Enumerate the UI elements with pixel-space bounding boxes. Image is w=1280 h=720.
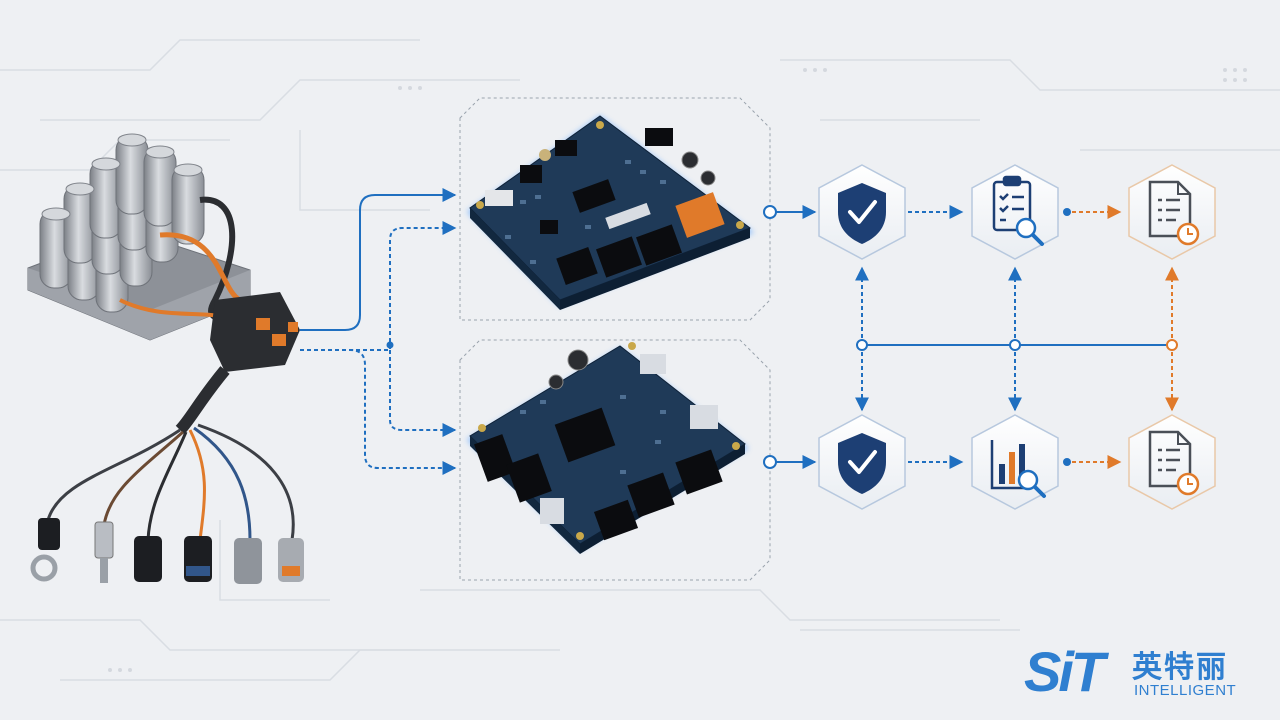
node-bottom-mid [1063,458,1071,466]
battery-pack-icon [27,133,261,341]
wiring-harness-icon [30,292,304,584]
checklist-search-icon [992,175,1044,246]
node-bottom-out [763,455,777,469]
shield-check-icon [838,433,886,494]
node-top-out [763,205,777,219]
input-lines [300,188,457,475]
logo-chinese-name: 英特丽 [1132,650,1228,685]
document-clock-icon [1148,430,1200,496]
bus-node-right [1166,339,1178,351]
background-traces [0,39,1280,681]
logo-english-name: INTELLIGENT [1134,682,1237,699]
logo-mark: SiT [1024,640,1105,703]
junction-node [386,341,394,349]
bus-node-left [856,339,868,351]
chart-search-icon [990,440,1046,498]
background-dots [108,68,1247,672]
shield-check-icon [838,183,886,244]
bus-node-mid [1009,339,1021,351]
company-logo: SiT 英特丽 INTELLIGENT [1024,640,1264,704]
circuit-board-icon [466,342,749,554]
document-clock-icon [1148,180,1200,246]
circuit-board-icon [466,115,755,310]
cross-links [855,266,1179,412]
node-top-mid [1063,208,1071,216]
